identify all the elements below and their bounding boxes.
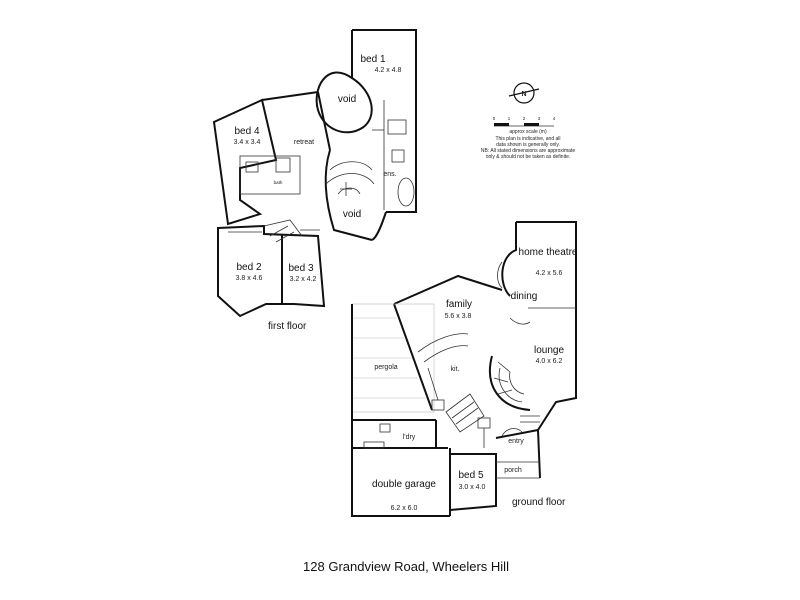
room-void-mid-name: void	[343, 209, 361, 220]
room-porch-name: porch	[504, 467, 522, 474]
room-bed-5-size: 3.0 x 4.0	[459, 484, 486, 491]
scale-tick-4: 4	[553, 116, 556, 121]
legend-note-1: This plan is indicative, and all	[495, 136, 560, 142]
room-bed-2-name: bed 2	[236, 262, 261, 273]
legend-note-3: NB: All stated dimensions are approximat…	[481, 148, 575, 154]
room-void-top-name: void	[338, 94, 356, 105]
room-home-theatre-name: home theatre	[519, 247, 578, 258]
room-bed-4-name: bed 4	[234, 126, 259, 137]
room-bed-1-name: bed 1	[360, 54, 385, 65]
room-bed-4-size: 3.4 x 3.4	[234, 139, 261, 146]
room-double-garage-size: 6.2 x 6.0	[391, 505, 418, 512]
room-pergola-name: pergola	[374, 364, 397, 371]
legend-note-4: only & should not be taken as definite.	[486, 154, 571, 160]
room-ens-name: ens.	[383, 171, 396, 178]
room-retreat-name: retreat	[294, 139, 314, 146]
room-lounge-name: lounge	[534, 345, 564, 356]
room-bed-2-size: 3.8 x 4.6	[236, 275, 263, 282]
north-arrow	[508, 82, 540, 104]
room-family-size: 5.6 x 3.8	[445, 313, 472, 320]
room-bed-1-size: 4.2 x 4.8	[375, 67, 402, 74]
room-family-name: family	[446, 299, 472, 310]
scale-bar	[494, 123, 554, 127]
scale-tick-0: 0	[493, 116, 496, 121]
legend-note-2: data shown is generally only.	[496, 142, 560, 148]
room-bed-3-size: 3.2 x 4.2	[290, 276, 317, 283]
room-bath-name: bath	[274, 180, 283, 185]
room-entry-name: entry	[508, 438, 524, 445]
room-lounge-size: 4.0 x 6.2	[536, 358, 563, 365]
room-bed-5-name: bed 5	[458, 470, 483, 481]
property-address: 128 Grandview Road, Wheelers Hill	[303, 559, 509, 574]
scale-tick-2: 2	[523, 116, 526, 121]
room-home-theatre-size: 4.2 x 5.6	[536, 270, 563, 277]
first-floor-plan	[212, 29, 417, 318]
scale-tick-3: 3	[538, 116, 541, 121]
room-kit-name: kit.	[451, 366, 460, 373]
room-double-garage-name: double garage	[372, 479, 436, 490]
room-ldry-name: l'dry	[403, 434, 416, 441]
first-floor-label: first floor	[268, 321, 307, 332]
room-bed-3-name: bed 3	[288, 263, 313, 274]
scale-label: approx scale (m)	[509, 129, 547, 135]
ground-floor-label: ground floor	[512, 497, 566, 508]
room-dining-name: dining	[511, 291, 538, 302]
north-label: N	[521, 91, 526, 98]
ground-floor-plan	[351, 221, 577, 517]
scale-tick-1: 1	[508, 116, 511, 121]
